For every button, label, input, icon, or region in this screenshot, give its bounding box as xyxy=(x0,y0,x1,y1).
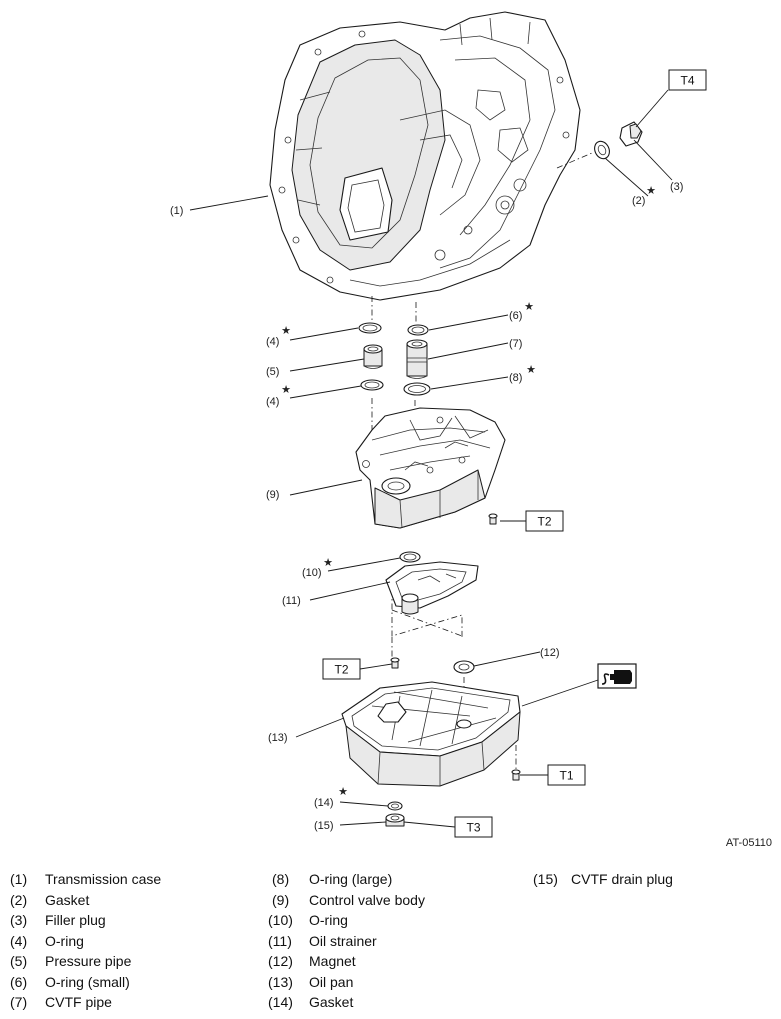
control-valve-body xyxy=(355,407,506,529)
legend-num: (9) xyxy=(272,892,290,908)
legend-num: (8) xyxy=(272,871,290,887)
o-ring-upper-left xyxy=(358,322,382,334)
bolt-t2-lower xyxy=(390,657,400,669)
legend-text: Gasket xyxy=(45,892,90,908)
callout-14: (14) xyxy=(314,797,334,809)
legend-text: O-ring (large) xyxy=(309,871,393,887)
callout-2: (2) xyxy=(632,195,645,207)
bolt-t2-upper xyxy=(488,513,498,525)
legend-text: Filler plug xyxy=(45,912,106,928)
filler-plug xyxy=(619,121,643,147)
legend-text: O-ring (small) xyxy=(45,974,130,990)
legend-num: (13) xyxy=(268,974,293,990)
legend-text: Gasket xyxy=(309,994,354,1010)
callout-6: (6) xyxy=(509,310,522,322)
legend-text: Magnet xyxy=(309,953,356,969)
callout-11: (11) xyxy=(282,595,301,607)
legend-text: Oil strainer xyxy=(309,933,377,949)
callout-1: (1) xyxy=(170,205,183,217)
star-icon: ★ xyxy=(281,325,291,337)
parts-legend: (1) Transmission case (2) Gasket (3) Fil… xyxy=(0,866,781,1016)
legend-num: (15) xyxy=(533,871,558,887)
bolt-t1 xyxy=(511,769,521,781)
exploded-parts-diagram: T4 T2 T2 T1 T3 ★ ★ ★ ★ ★ ★ ★ (1) (2) (3)… xyxy=(170,11,772,849)
cvtf-pipe xyxy=(406,339,428,379)
legend-num: (12) xyxy=(268,953,293,969)
strainer-o-ring xyxy=(399,551,421,563)
pressure-pipe xyxy=(363,344,383,369)
torque-tag-t4: T4 xyxy=(668,69,707,91)
oil-pan xyxy=(341,681,521,787)
callout-3: (3) xyxy=(670,181,683,193)
legend-num: (4) xyxy=(10,933,28,949)
torque-tag-t2-lower: T2 xyxy=(322,658,361,680)
transmission-case xyxy=(269,11,581,301)
legend-num: (1) xyxy=(10,871,28,887)
legend-num: (10) xyxy=(268,912,293,928)
legend-num: (6) xyxy=(10,974,28,990)
filler-gasket xyxy=(594,140,610,160)
oil-strainer xyxy=(385,561,479,615)
legend-text: Transmission case xyxy=(45,871,162,887)
svg-text:T2: T2 xyxy=(537,515,551,529)
svg-text:T4: T4 xyxy=(680,74,694,88)
star-icon: ★ xyxy=(526,364,536,376)
torque-tag-t2-upper: T2 xyxy=(525,510,564,532)
star-icon: ★ xyxy=(323,557,333,569)
o-ring-lower-left xyxy=(360,379,384,391)
callout-8: (8) xyxy=(509,372,522,384)
legend-num: (7) xyxy=(10,994,28,1010)
callout-13: (13) xyxy=(268,732,288,744)
drain-plug xyxy=(385,813,405,827)
svg-text:T1: T1 xyxy=(559,769,573,783)
figure-id: AT-05110 xyxy=(726,837,772,849)
callout-4: (4) xyxy=(266,396,279,408)
torque-tag-t1: T1 xyxy=(547,764,586,786)
legend-num: (5) xyxy=(10,953,28,969)
callout-12: (12) xyxy=(540,647,560,659)
star-icon: ★ xyxy=(338,786,348,798)
legend-text: CVTF pipe xyxy=(45,994,112,1010)
callout-5: (5) xyxy=(266,366,279,378)
magnet xyxy=(453,660,475,674)
legend-text: O-ring xyxy=(45,933,84,949)
star-icon: ★ xyxy=(281,384,291,396)
drain-gasket xyxy=(387,801,403,811)
callout-10: (10) xyxy=(302,567,322,579)
legend-text: CVTF drain plug xyxy=(571,871,673,887)
legend-text: O-ring xyxy=(309,912,348,928)
svg-text:T2: T2 xyxy=(334,663,348,677)
star-icon: ★ xyxy=(646,185,656,197)
liquid-gasket-icon xyxy=(597,663,637,689)
callout-4: (4) xyxy=(266,336,279,348)
o-ring-large xyxy=(403,382,431,396)
leader-lines xyxy=(189,89,673,828)
svg-text:T3: T3 xyxy=(466,821,480,835)
legend-text: Pressure pipe xyxy=(45,953,132,969)
legend-num: (2) xyxy=(10,892,28,908)
callout-9: (9) xyxy=(266,489,279,501)
o-ring-small xyxy=(407,324,429,336)
legend-text: Oil pan xyxy=(309,974,354,990)
legend-num: (14) xyxy=(268,994,293,1010)
callout-15: (15) xyxy=(314,820,334,832)
legend-text: Control valve body xyxy=(309,892,425,908)
star-icon: ★ xyxy=(524,301,534,313)
torque-tag-t3: T3 xyxy=(454,816,493,838)
callout-7: (7) xyxy=(509,338,522,350)
legend-num: (3) xyxy=(10,912,28,928)
legend-num: (11) xyxy=(268,933,292,949)
